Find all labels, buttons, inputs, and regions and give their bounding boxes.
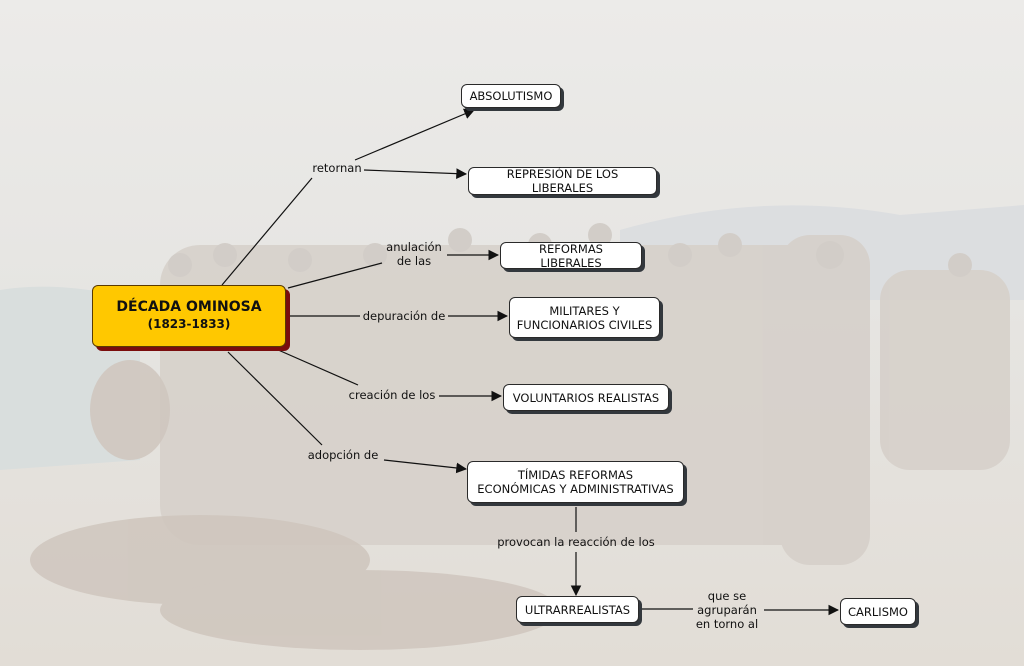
main-concept-title: DÉCADA OMINOSA bbox=[116, 299, 262, 315]
link-retornan-represion bbox=[363, 168, 468, 180]
link-main-creacion bbox=[275, 348, 359, 386]
node-absolutismo[interactable]: ABSOLUTISMO bbox=[461, 84, 561, 108]
link-main-adopcion bbox=[227, 351, 323, 446]
main-concept-years: (1823-1833) bbox=[147, 317, 231, 331]
link-adopcion-timidas bbox=[383, 459, 468, 474]
link-label-depuracion: depuración de bbox=[362, 309, 446, 323]
link-label-adopcion: adopción de bbox=[307, 448, 379, 462]
link-label-retornan: retornan bbox=[312, 161, 362, 175]
node-carlismo[interactable]: CARLISMO bbox=[840, 598, 916, 625]
link-label-agruparan: que se agruparán en torno al bbox=[695, 589, 759, 631]
node-voluntarios-realistas[interactable]: VOLUNTARIOS REALISTAS bbox=[503, 384, 669, 411]
node-militares-funcionarios[interactable]: MILITARES Y FUNCIONARIOS CIVILES bbox=[509, 297, 660, 338]
link-label-creacion: creación de los bbox=[348, 388, 436, 402]
node-represion-liberales[interactable]: REPRESIÓN DE LOS LIBERALES bbox=[468, 167, 657, 195]
link-retornan-absolutismo bbox=[354, 108, 475, 161]
link-label-provocan: provocan la reacción de los bbox=[497, 535, 655, 549]
node-timidas-reformas[interactable]: TÍMIDAS REFORMAS ECONÓMICAS Y ADMINISTRA… bbox=[467, 461, 684, 503]
node-ultrarrealistas[interactable]: ULTRARREALISTAS bbox=[516, 596, 639, 623]
link-main-anulacion bbox=[287, 262, 383, 289]
link-main-retornan bbox=[221, 177, 313, 286]
node-reformas-liberales[interactable]: REFORMAS LIBERALES bbox=[500, 242, 642, 270]
main-concept-node[interactable]: DÉCADA OMINOSA (1823-1833) bbox=[92, 285, 286, 347]
link-label-anulacion: anulación de las bbox=[386, 240, 442, 268]
